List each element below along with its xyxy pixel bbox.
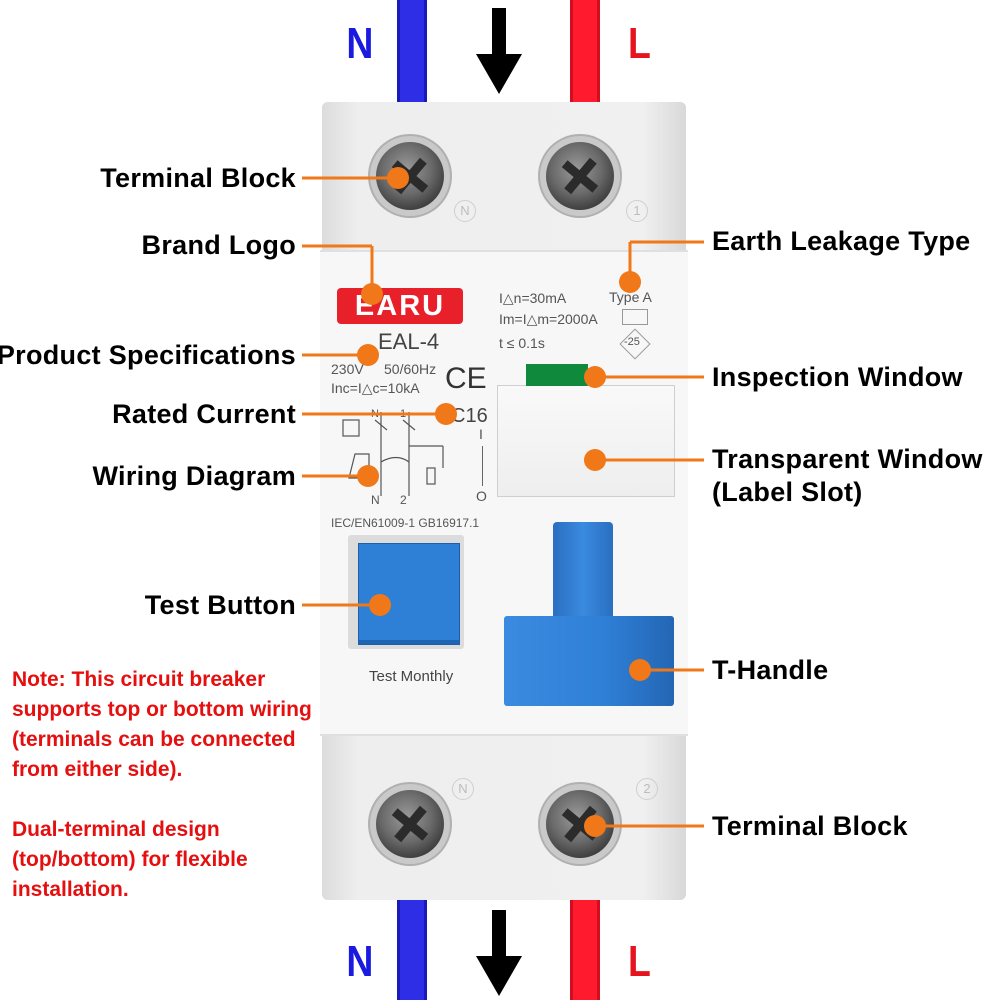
handle-off-mark: O bbox=[476, 488, 487, 504]
callout-brand-logo: Brand Logo bbox=[141, 230, 296, 260]
waveform-icon bbox=[622, 309, 648, 325]
terminal-marker-1-top: 1 bbox=[626, 200, 648, 222]
standard-label: IEC/EN61009-1 GB16917.1 bbox=[331, 516, 480, 530]
model-label: EAL-4 bbox=[378, 329, 440, 354]
live-wire-top bbox=[570, 0, 600, 104]
callout-t-handle: T-Handle bbox=[712, 655, 829, 685]
callout-transparent-window: Transparent Window (Label Slot) bbox=[712, 443, 983, 509]
callout-terminal-block-top: Terminal Block bbox=[100, 163, 296, 193]
note-line: (top/bottom) for flexible bbox=[12, 848, 248, 871]
spec-idn: I△n=30mA bbox=[499, 290, 567, 306]
note-line: supports top or bottom wiring bbox=[12, 698, 312, 721]
spec-frequency: 50/60Hz bbox=[384, 361, 437, 377]
callout-wiring-diagram: Wiring Diagram bbox=[92, 461, 296, 491]
note-line: Note: This circuit breaker bbox=[12, 668, 266, 691]
terminal-marker-n-bottom: N bbox=[452, 778, 474, 800]
arrow-down-icon bbox=[476, 8, 522, 94]
ce-mark: CE bbox=[445, 362, 487, 395]
arrow-down-icon bbox=[476, 910, 522, 996]
handle-on-mark: I bbox=[479, 426, 483, 442]
callout-earth-leakage-type: Earth Leakage Type bbox=[712, 226, 971, 256]
spec-voltage: 230V bbox=[331, 361, 364, 377]
type-label: Type A bbox=[609, 289, 652, 305]
wiring-n-bottom: N bbox=[371, 493, 380, 507]
note-line: Dual-terminal design bbox=[12, 818, 220, 841]
callout-transparent-window-line2: (Label Slot) bbox=[712, 476, 863, 507]
handle-direction-line bbox=[482, 446, 483, 486]
rated-current-value: C16 bbox=[451, 405, 488, 427]
callout-terminal-block-bottom: Terminal Block bbox=[712, 811, 908, 841]
callout-rated-current: Rated Current bbox=[112, 399, 296, 429]
pole-label-n-top: N bbox=[346, 19, 374, 68]
pole-label-l-top: L bbox=[628, 19, 651, 68]
terminal-marker-n-top: N bbox=[454, 200, 476, 222]
spec-im: Im=I△m=2000A bbox=[499, 311, 598, 327]
live-wire-bottom bbox=[570, 898, 600, 1000]
neutral-wire-bottom bbox=[397, 898, 427, 1000]
callout-transparent-window-line1: Transparent Window bbox=[712, 444, 983, 474]
neutral-wire-top bbox=[397, 0, 427, 104]
spec-inc: Inc=I△c=10kA bbox=[331, 380, 420, 396]
terminal-marker-2-bottom: 2 bbox=[636, 778, 658, 800]
t-handle-stem[interactable] bbox=[553, 522, 613, 622]
test-button[interactable] bbox=[358, 543, 460, 645]
inspection-window bbox=[526, 364, 588, 386]
test-monthly-label: Test Monthly bbox=[369, 668, 454, 685]
note-line: (terminals can be connected bbox=[12, 728, 296, 751]
terminal-screw-bottom-n[interactable] bbox=[376, 790, 444, 858]
note-line: from either side). bbox=[12, 758, 183, 781]
pole-label-n-bottom: N bbox=[346, 937, 374, 986]
callout-product-specifications: Product Specifications bbox=[0, 340, 296, 370]
spec-trip-time: t ≤ 0.1s bbox=[499, 335, 545, 351]
callout-test-button: Test Button bbox=[144, 590, 296, 620]
pole-label-l-bottom: L bbox=[628, 937, 651, 986]
wiring-2: 2 bbox=[400, 493, 407, 507]
temperature-label: -25 bbox=[624, 336, 640, 348]
terminal-screw-top-l[interactable] bbox=[546, 142, 614, 210]
transparent-window bbox=[497, 385, 675, 497]
callout-inspection-window: Inspection Window bbox=[712, 362, 963, 392]
note-line: installation. bbox=[12, 878, 129, 901]
